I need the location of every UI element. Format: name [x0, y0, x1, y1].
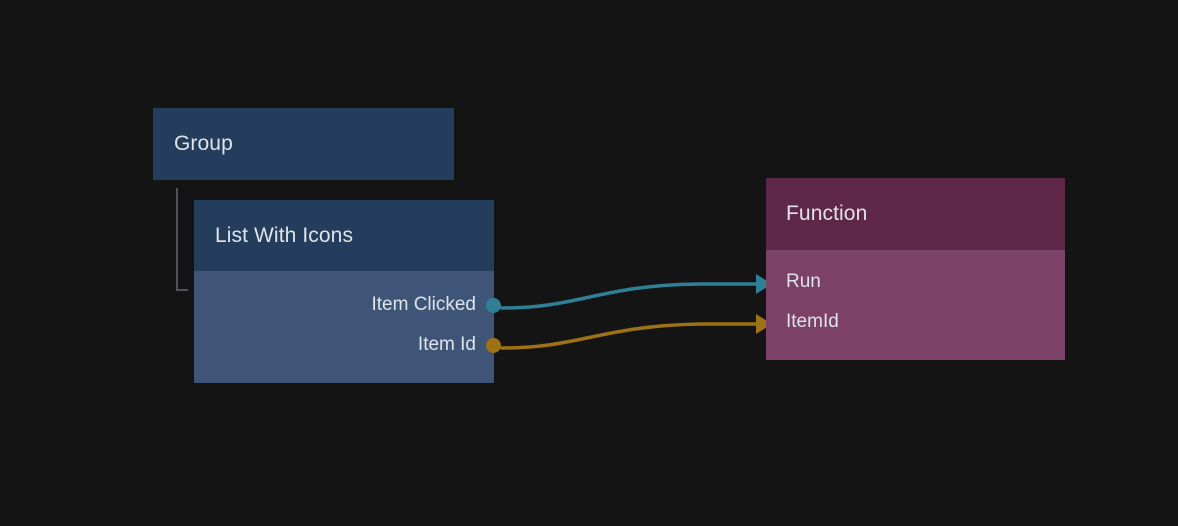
input-port-run[interactable]: Run: [766, 262, 1065, 302]
node-function-body: Run ItemId: [766, 250, 1065, 360]
input-port-run-label: Run: [786, 271, 821, 292]
node-function[interactable]: Function Run ItemId: [766, 178, 1065, 360]
node-list-with-icons-title: List With Icons: [215, 223, 354, 247]
node-list-with-icons-body: Item Clicked Item Id: [194, 271, 501, 383]
input-port-itemid-label: ItemId: [786, 311, 839, 332]
output-port-item-id[interactable]: Item Id: [194, 325, 501, 365]
output-port-item-clicked-label: Item Clicked: [371, 294, 476, 315]
node-list-with-icons-header[interactable]: List With Icons: [194, 200, 494, 271]
input-port-itemid[interactable]: ItemId: [766, 302, 1065, 342]
output-port-item-clicked[interactable]: Item Clicked: [194, 285, 501, 325]
node-function-title: Function: [786, 202, 868, 225]
node-list-with-icons[interactable]: List With Icons Item Clicked Item Id: [194, 200, 501, 383]
output-port-item-id-label: Item Id: [417, 334, 476, 355]
group-child-connector: [176, 188, 188, 291]
node-group[interactable]: Group: [153, 108, 454, 180]
node-group-header[interactable]: Group: [153, 108, 454, 180]
node-function-header[interactable]: Function: [766, 178, 1065, 250]
node-group-title: Group: [174, 132, 233, 155]
connection-item-clicked-to-run[interactable]: [500, 274, 772, 310]
output-port-item-id-dot-icon[interactable]: [486, 337, 501, 353]
output-port-item-clicked-dot-icon[interactable]: [486, 297, 501, 313]
connection-item-id-to-itemid[interactable]: [500, 314, 772, 350]
